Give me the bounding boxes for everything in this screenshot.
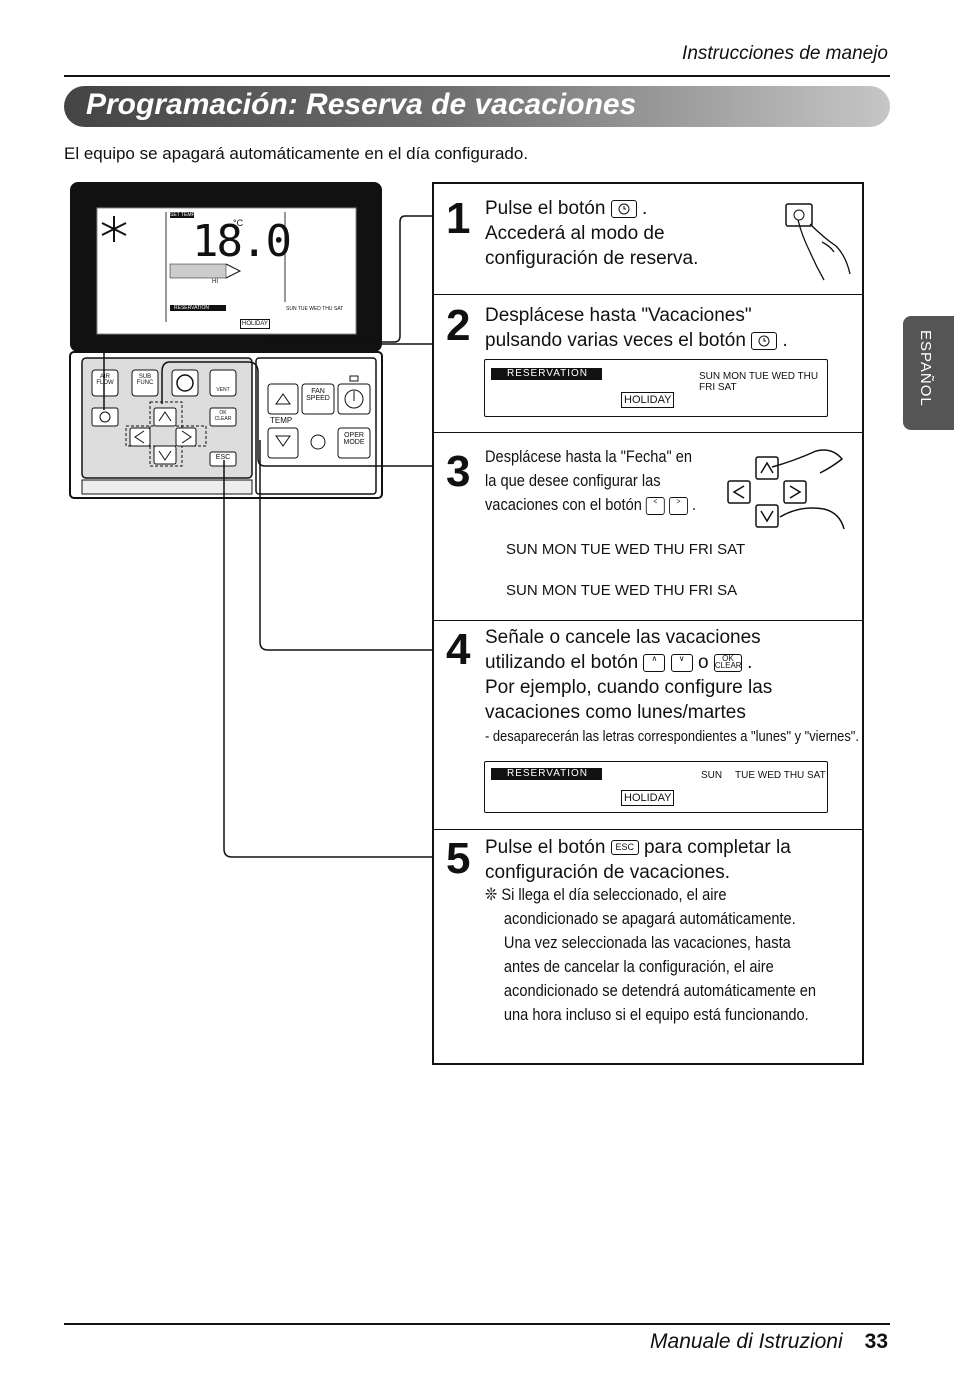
air-flow-button[interactable]: AIR FLOW bbox=[96, 374, 114, 386]
step-2: 2 Desplácese hasta "Vacaciones" pulsando… bbox=[434, 295, 862, 433]
weekdays-label: SUN TUE WED THU SAT bbox=[286, 306, 344, 312]
pressing-hand-icon bbox=[785, 203, 851, 281]
reservation-label: RESERVATION bbox=[491, 768, 603, 780]
page-title: Programación: Reserva de vacaciones bbox=[86, 88, 637, 121]
temperature-readout: 18.0 bbox=[192, 216, 292, 267]
esc-button[interactable]: ESC bbox=[215, 454, 231, 461]
right-arrow-icon: > bbox=[668, 496, 688, 515]
holiday-label: HOLIDAY bbox=[621, 790, 675, 806]
power-icon bbox=[344, 389, 364, 409]
vent-button[interactable]: VENT bbox=[216, 387, 230, 393]
left-arrow-icon: < bbox=[645, 496, 665, 515]
language-tab: ESPAÑOL bbox=[903, 316, 954, 430]
step-4-text: Señale o cancele las vacaciones utilizan… bbox=[485, 627, 773, 723]
down-arrow-icon: ∨ bbox=[670, 653, 693, 672]
lcd-display: RESERVATION SUN MON TUE WED THU FRI SAT … bbox=[484, 359, 828, 417]
up-arrow-icon: ∧ bbox=[643, 653, 666, 672]
step-5-notes: ❊ Si llega el día seleccionado, el aire … bbox=[485, 885, 817, 1024]
step-number: 5 bbox=[446, 834, 471, 883]
step-5: 5 Pulse el botón ESC para completar la c… bbox=[434, 830, 862, 1063]
steps-panel: 1 Pulse el botón . Accederá al modo de c… bbox=[432, 182, 864, 1065]
intro-text: El equipo se apagará automáticamente en … bbox=[64, 144, 529, 163]
fan-speed-button[interactable]: FAN SPEED bbox=[306, 388, 330, 402]
step-3-text: Desplácese hasta la "Fecha" en la que de… bbox=[485, 447, 696, 515]
holiday-label: HOLIDAY bbox=[621, 392, 675, 408]
step-2-text: Desplácese hasta "Vacaciones" pulsando v… bbox=[485, 305, 788, 351]
clock-icon bbox=[610, 199, 637, 218]
set-temp-label: SET TEMP bbox=[170, 212, 195, 218]
step-number: 4 bbox=[446, 625, 471, 674]
footer-label: Manuale di Istruzioni bbox=[650, 1330, 843, 1353]
footer-rule bbox=[64, 1323, 890, 1325]
step-4-note: - desaparecerán las letras correspondien… bbox=[485, 728, 859, 745]
clock-icon bbox=[751, 331, 778, 350]
oper-mode-button[interactable]: OPER MODE bbox=[343, 432, 365, 446]
header-section-label: Instrucciones de manejo bbox=[682, 43, 888, 64]
snowflake-bullet-icon: ❊ bbox=[485, 885, 498, 904]
page-number: 33 bbox=[864, 1330, 888, 1353]
weekdays-label: SUN MON TUE WED THU FRI SAT bbox=[699, 371, 819, 393]
step-number: 2 bbox=[446, 301, 471, 350]
arrow-buttons-hands-icon bbox=[727, 449, 845, 530]
language-tab-label: ESPAÑOL bbox=[917, 330, 934, 407]
temp-label: TEMP bbox=[270, 416, 293, 425]
sunday-label: SUN bbox=[701, 770, 723, 781]
lcd-display: RESERVATION SUN TUE WED THU SAT HOLIDAY bbox=[484, 761, 828, 813]
step-1: 1 Pulse el botón . Accederá al modo de c… bbox=[434, 184, 862, 295]
remote-controller: SET TEMP 18.0 °C HI RESERVATION SUN TUE … bbox=[69, 182, 383, 499]
weekdays-row-2: SUN MON TUE WED THU FRI SA bbox=[506, 582, 738, 599]
header-rule bbox=[64, 75, 890, 77]
remote-lcd bbox=[96, 207, 357, 335]
holiday-label: HOLIDAY bbox=[240, 319, 270, 329]
clock-icon bbox=[99, 411, 111, 423]
step-4: 4 Señale o cancele las vacaciones utiliz… bbox=[434, 621, 862, 830]
esc-icon: ESC bbox=[610, 840, 639, 856]
step-3: 3 Desplácese hasta la "Fecha" en la que … bbox=[434, 433, 862, 621]
reservation-label: RESERVATION bbox=[174, 305, 210, 311]
weekdays-label: TUE WED THU bbox=[735, 770, 805, 781]
footer: Manuale di Istruzioni 33 bbox=[650, 1330, 888, 1354]
step-number: 1 bbox=[446, 194, 471, 243]
step-5-text: Pulse el botón ESC para completar la con… bbox=[485, 837, 791, 883]
step-number: 3 bbox=[446, 447, 471, 496]
reservation-label: RESERVATION bbox=[491, 368, 603, 380]
step-1-text: Pulse el botón . Accederá al modo de con… bbox=[485, 198, 699, 269]
fan-level-label: HI bbox=[212, 279, 218, 285]
gear-icon bbox=[176, 374, 194, 392]
temperature-unit: °C bbox=[233, 218, 244, 228]
saturday-label: SAT bbox=[807, 770, 826, 781]
title-bar: Programación: Reserva de vacaciones bbox=[64, 86, 890, 127]
ok-clear-button[interactable]: OK CLEAR bbox=[214, 410, 232, 422]
snowflake-icon bbox=[101, 216, 127, 242]
weekdays-row-1: SUN MON TUE WED THU FRI SAT bbox=[506, 541, 746, 558]
sub-func-button[interactable]: SUB FUNC bbox=[136, 374, 154, 386]
fan-level-bar bbox=[169, 263, 227, 279]
